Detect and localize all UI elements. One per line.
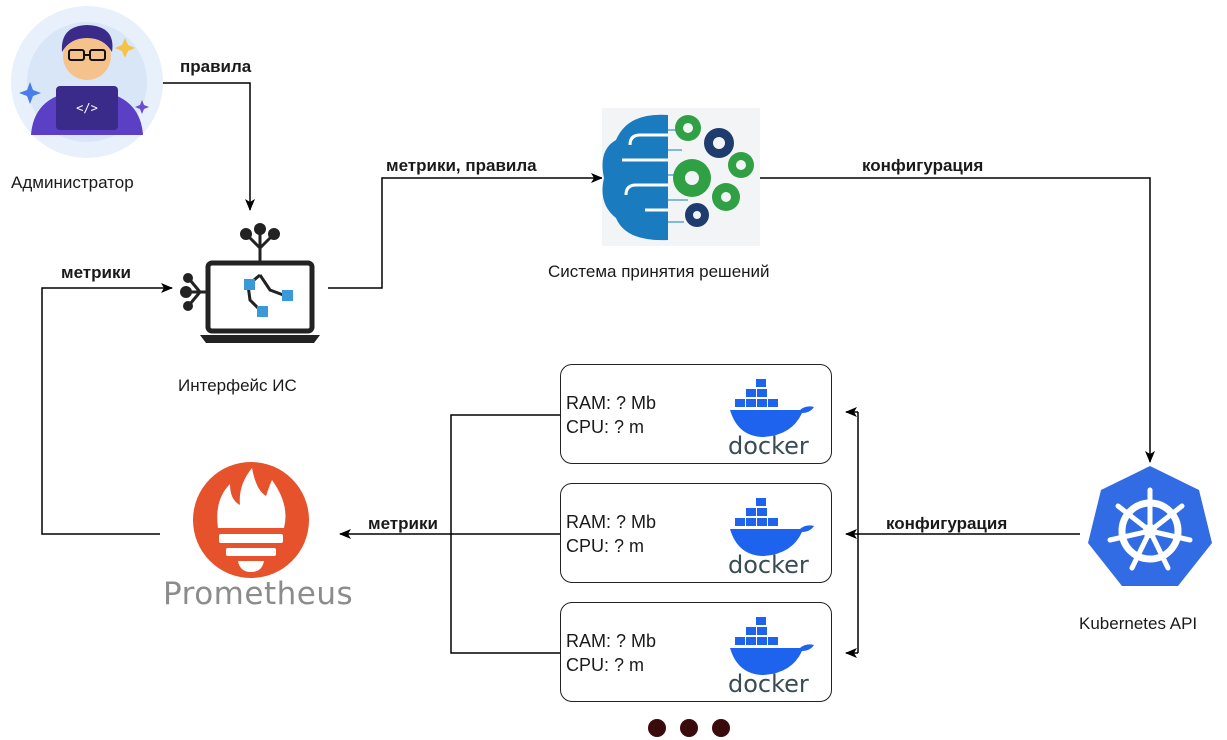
svg-text:</>: </> [76,101,98,115]
label-interface: Интерфейс ИС [178,376,297,395]
container-stats: RAM: ? Mb CPU: ? m [566,391,656,439]
svg-text:docker: docker [728,432,809,457]
edge-label-config-bottom: конфигурация [886,514,1008,533]
container-cpu: CPU: ? m [566,536,645,556]
edge-label-rules: правила [180,57,252,76]
brain-gears-icon [602,108,760,246]
edge-decision-to-k8s [760,177,1155,463]
container-stats: RAM: ? Mb CPU: ? m [566,510,656,558]
edge-label-metrics-left: метрики [61,263,131,282]
prometheus-icon [193,462,309,578]
docker-container-2: RAM: ? Mb CPU: ? m docker [560,483,832,583]
container-cpu: CPU: ? m [566,417,645,437]
edge-label-metrics-rules: метрики, правила [386,156,537,175]
developer-avatar-icon: </> [11,6,163,158]
label-k8s: Kubernetes API [1079,614,1198,633]
container-cpu: CPU: ? m [566,655,645,675]
connectors [41,82,1155,658]
laptop-network-icon [180,223,320,343]
container-stats: RAM: ? Mb CPU: ? m [566,629,656,677]
label-admin: Администратор [11,173,134,192]
label-decision: Система принятия решений [548,262,770,281]
docker-icon: docker [728,379,814,457]
edge-label-config-top: конфигурация [862,156,984,175]
edge-label-metrics-mid: метрики [368,514,438,533]
docker-container-1: RAM: ? Mb CPU: ? m docker [560,364,832,464]
svg-text:docker: docker [728,670,809,695]
container-ram: RAM: ? Mb [566,631,657,651]
kubernetes-icon [1088,466,1212,586]
edge-admin-to-interface [162,82,255,211]
container-ram: RAM: ? Mb [566,512,657,532]
docker-container-3: RAM: ? Mb CPU: ? m docker [560,602,832,702]
more-dots-icon [648,719,730,737]
container-ram: RAM: ? Mb [566,393,657,413]
edge-interface-to-decision [328,173,603,289]
docker-icon: docker [728,498,814,576]
svg-text:docker: docker [728,551,809,576]
label-prometheus: Prometheus [163,576,354,612]
docker-icon: docker [728,617,814,695]
edge-containers-to-prometheus [340,414,560,654]
edge-prometheus-to-interface [41,283,173,535]
